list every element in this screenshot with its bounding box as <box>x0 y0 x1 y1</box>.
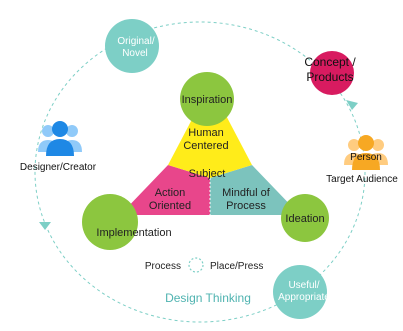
human-centered-label-1: Human <box>188 127 223 139</box>
original-label-2: Novel <box>122 48 148 59</box>
action-oriented-label-2: Oriented <box>149 200 191 212</box>
cycle-arrow-right-icon <box>346 100 358 110</box>
triangle-center-section <box>168 165 252 178</box>
inspiration-node <box>180 72 234 126</box>
diagram-title: Design Thinking <box>165 291 251 305</box>
target-audience-label: Target Audience <box>326 174 398 185</box>
implementation-node <box>82 194 138 250</box>
concept-products-node <box>310 51 354 95</box>
inspiration-label: Inspiration <box>182 94 233 106</box>
original-label-1: Original/ <box>117 36 154 47</box>
person-target-audience-icon <box>344 135 388 170</box>
ideation-label: Ideation <box>285 213 324 225</box>
mindful-process-label-2: Process <box>226 200 266 212</box>
place-press-legend-label: Place/Press <box>210 261 263 272</box>
process-cycle-icon <box>188 257 204 273</box>
useful-label-1: Useful/ <box>288 280 319 291</box>
subject-label: Subject <box>189 168 226 180</box>
useful-label-2: Appropriate <box>278 292 330 303</box>
implementation-label: Implementation <box>96 227 171 239</box>
mindful-process-label-1: Mindful of <box>222 187 271 199</box>
outer-cycle-ring <box>34 21 366 323</box>
concept-label-2: Products <box>306 70 353 84</box>
concept-label-1: Concept / <box>304 55 356 69</box>
original-novel-node <box>105 19 159 73</box>
triangle-right-section <box>210 165 300 215</box>
designer-creator-label: Designer/Creator <box>20 162 97 173</box>
designer-creator-icon <box>38 121 82 156</box>
ideation-node <box>281 194 329 242</box>
triangle-left-section <box>120 165 210 215</box>
useful-appropriate-node <box>273 265 327 319</box>
cycle-arrow-left-icon <box>39 222 51 230</box>
process-legend-label: Process <box>145 261 181 272</box>
human-centered-label-2: Centered <box>183 140 228 152</box>
person-label: Person <box>350 152 382 163</box>
action-oriented-label-1: Action <box>155 187 186 199</box>
